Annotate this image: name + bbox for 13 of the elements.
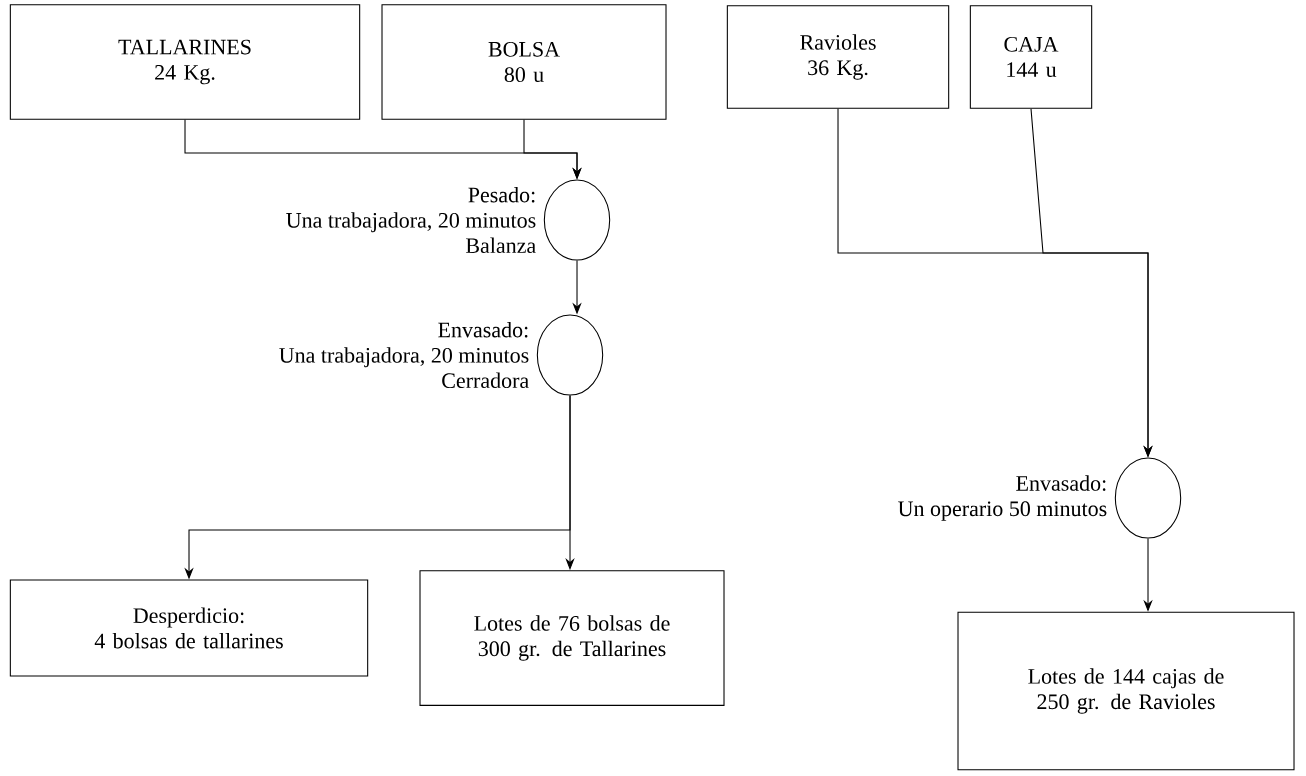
process-box: Lotes de 76 bolsas de 300 gr. de Tallarines (419, 570, 725, 706)
operation-circle (543, 179, 611, 261)
process-box: Desperdicio: 4 bolsas de tallarines (9, 579, 369, 677)
step-note: Envasado: Una trabajadora, 20 minutos Cerradora (279, 321, 529, 389)
process-box: Lotes de 144 cajas de 250 gr. de Ravioles (957, 611, 1295, 771)
step-note: Envasado: Un operario 50 minutos (898, 475, 1107, 521)
process-box: CAJA 144 u (969, 5, 1093, 109)
operation-circle (536, 314, 604, 396)
process-box: Ravioles 36 Kg. (726, 5, 950, 109)
process-box: TALLARINES 24 Kg. (9, 4, 361, 120)
process-box: BOLSA 80 u (381, 4, 667, 120)
step-note: Pesado: Una trabajadora, 20 minutos Balanza (286, 186, 536, 254)
operation-circle (1114, 457, 1182, 539)
